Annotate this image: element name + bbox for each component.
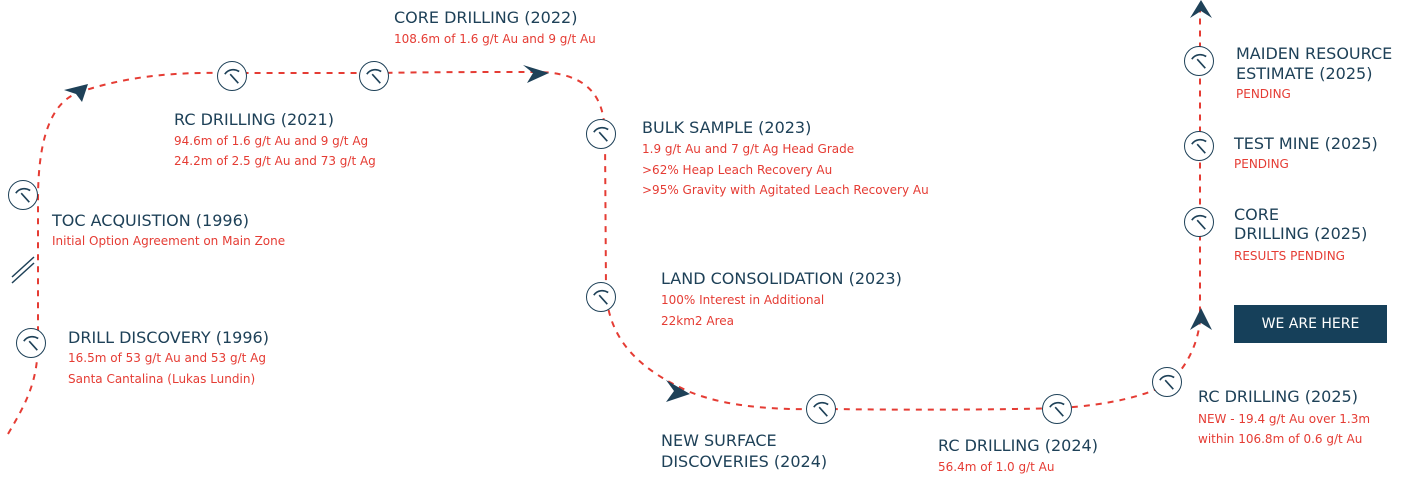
direction-arrow-icon bbox=[1190, 308, 1212, 330]
milestone-detail: NEW - 19.4 g/t Au over 1.3m bbox=[1198, 412, 1371, 426]
pickaxe-icon bbox=[1152, 367, 1182, 397]
milestone-title: DISCOVERIES (2024) bbox=[661, 452, 828, 471]
milestone-title: DRILL DISCOVERY (1996) bbox=[68, 328, 269, 347]
pickaxe-icon bbox=[1042, 394, 1072, 424]
milestone-title: LAND CONSOLIDATION (2023) bbox=[661, 269, 902, 288]
pickaxe-icon bbox=[586, 282, 616, 312]
milestone-detail: within 106.8m of 0.6 g/t Au bbox=[1198, 432, 1363, 446]
pickaxe-icon bbox=[8, 180, 38, 210]
pickaxe-icon bbox=[359, 61, 389, 91]
milestone-title: RC DRILLING (2021) bbox=[174, 110, 334, 129]
milestone-title: ESTIMATE (2025) bbox=[1236, 64, 1373, 83]
milestone-detail: Santa Cantalina (Lukas Lundin) bbox=[68, 372, 256, 386]
milestone-title: CORE bbox=[1234, 205, 1279, 224]
milestone-title: BULK SAMPLE (2023) bbox=[642, 118, 812, 137]
milestone-detail: 108.6m of 1.6 g/t Au and 9 g/t Au bbox=[394, 32, 596, 46]
milestone-detail: PENDING bbox=[1236, 87, 1291, 101]
milestone-title: MAIDEN RESOURCE bbox=[1236, 44, 1393, 63]
milestone-detail: 24.2m of 2.5 g/t Au and 73 g/t Ag bbox=[174, 154, 376, 168]
pickaxe-icon bbox=[806, 394, 836, 424]
milestone-detail: 1.9 g/t Au and 7 g/t Ag Head Grade bbox=[642, 142, 855, 156]
milestone-title: TOC ACQUISTION (1996) bbox=[52, 211, 249, 230]
milestone-detail: 56.4m of 1.0 g/t Au bbox=[938, 460, 1055, 474]
milestone-detail: PENDING bbox=[1234, 157, 1289, 171]
milestone-title: RC DRILLING (2024) bbox=[938, 436, 1098, 455]
milestone-detail: >62% Heap Leach Recovery Au bbox=[642, 163, 833, 177]
milestone-detail: 22km2 Area bbox=[661, 314, 734, 328]
pickaxe-icon bbox=[586, 119, 616, 149]
milestone-detail: RESULTS PENDING bbox=[1234, 249, 1345, 263]
milestone-detail: 16.5m of 53 g/t Au and 53 g/t Ag bbox=[68, 351, 266, 365]
milestone-detail: Initial Option Agreement on Main Zone bbox=[52, 234, 286, 248]
milestone-title: CORE DRILLING (2022) bbox=[394, 8, 578, 27]
pickaxe-icon bbox=[16, 328, 46, 358]
milestone-title: DRILLING (2025) bbox=[1234, 224, 1368, 243]
direction-arrow-icon bbox=[64, 84, 88, 102]
direction-arrow-icon bbox=[666, 380, 690, 402]
break-mark bbox=[11, 262, 35, 284]
we-are-here-badge: WE ARE HERE bbox=[1234, 305, 1387, 343]
milestone-detail: 100% Interest in Additional bbox=[661, 293, 825, 307]
pickaxe-icon bbox=[217, 61, 247, 91]
pickaxe-icon bbox=[1184, 46, 1214, 76]
milestone-detail: >95% Gravity with Agitated Leach Recover… bbox=[642, 183, 929, 197]
milestone-title: TEST MINE (2025) bbox=[1234, 134, 1378, 153]
milestone-detail: 94.6m of 1.6 g/t Au and 9 g/t Ag bbox=[174, 134, 369, 148]
pickaxe-icon bbox=[1184, 131, 1214, 161]
milestone-title: RC DRILLING (2025) bbox=[1198, 387, 1358, 406]
milestone-title: NEW SURFACE bbox=[661, 431, 777, 450]
direction-arrow-icon bbox=[523, 65, 549, 83]
direction-arrow-icon bbox=[1190, 0, 1212, 18]
pickaxe-icon bbox=[1184, 207, 1214, 237]
break-mark bbox=[11, 256, 35, 278]
